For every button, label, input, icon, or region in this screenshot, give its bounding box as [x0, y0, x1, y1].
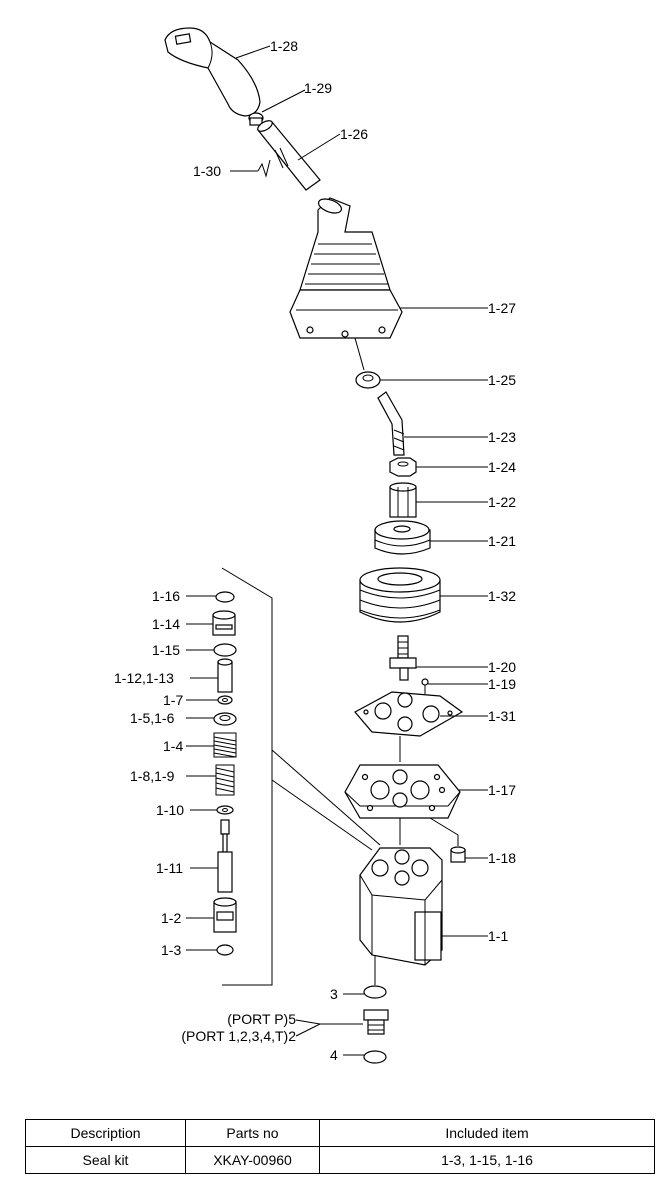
grip-handle-part: [164, 27, 261, 117]
plug-part: [450, 846, 466, 863]
cell-parts-no: XKAY-00960: [185, 1146, 320, 1174]
valve-body-part: [359, 847, 443, 966]
disc-plate-part: [374, 520, 431, 555]
hex-nut-part: [389, 457, 417, 477]
callout-1-20: 1-20: [488, 659, 516, 675]
table-row: Seal kit XKAY-00960 1-3, 1-15, 1-16: [25, 1146, 655, 1174]
push-rod-1-12-part: [217, 658, 233, 693]
callout-1-3: 1-3: [161, 942, 181, 958]
callout-1-30: 1-30: [193, 163, 221, 179]
pivot-stud-part: [389, 635, 417, 681]
header-parts-no: Parts no: [185, 1119, 320, 1147]
callout-4: 4: [330, 1047, 338, 1063]
bellows-seal-part: [359, 567, 441, 623]
callout-1-26: 1-26: [340, 126, 368, 142]
o-ring-1-3-part: [216, 944, 234, 956]
callout-1-19: 1-19: [488, 676, 516, 692]
callout-1-25: 1-25: [488, 372, 516, 388]
callout-1-14: 1-14: [152, 616, 180, 632]
cell-description: Seal kit: [25, 1146, 186, 1174]
callout-1-2: 1-2: [161, 910, 181, 926]
callout-1-21: 1-21: [488, 533, 516, 549]
spring-1-8-part: [215, 764, 235, 796]
plug-1-14-part: [212, 610, 236, 636]
callout-1-15: 1-15: [152, 642, 180, 658]
nut-part: [355, 371, 381, 389]
callout-1-12-1-13: 1-12,1-13: [114, 670, 174, 686]
callout-1-17: 1-17: [488, 782, 516, 798]
exploded-parts-diagram: 1-28 1-29 1-26 1-30 1-27 1-25: [114, 27, 516, 1064]
header-description: Description: [25, 1119, 186, 1147]
spring-1-4-part: [213, 732, 237, 758]
coupling-part: [389, 482, 417, 518]
callout-1-11: 1-11: [156, 860, 183, 876]
plate-part: [344, 764, 461, 819]
callout-1-27: 1-27: [488, 300, 516, 316]
washer-1-7-part: [217, 695, 233, 705]
boot-part: [289, 197, 403, 339]
callout-1-5-1-6: 1-5,1-6: [130, 710, 175, 726]
o-ring-lower-part: [363, 1050, 387, 1064]
callout-1-23: 1-23: [488, 429, 516, 445]
callout-1-28: 1-28: [270, 38, 298, 54]
callout-port-p: (PORT P)5: [227, 1011, 296, 1027]
cell-included-item: 1-3, 1-15, 1-16: [319, 1146, 655, 1174]
threaded-rod-part: [377, 391, 405, 456]
callout-1-29: 1-29: [304, 80, 332, 96]
callout-1-8-1-9: 1-8,1-9: [130, 768, 175, 784]
screw-part: [421, 678, 429, 694]
callout-1-32: 1-32: [488, 588, 516, 604]
callout-1-10: 1-10: [156, 802, 184, 818]
callout-3: 3: [330, 986, 338, 1002]
bushing-1-2-part: [213, 897, 237, 933]
cam-plate-part: [354, 691, 464, 737]
port-adapter-part: [363, 1009, 389, 1035]
lever-shaft-part: [257, 120, 321, 191]
callout-1-4: 1-4: [163, 738, 183, 754]
o-ring-1-15-part: [213, 643, 237, 657]
washer-1-10-part: [216, 805, 234, 815]
callout-1-7: 1-7: [163, 692, 183, 708]
callout-1-22: 1-22: [488, 494, 516, 510]
callout-1-1: 1-1: [488, 928, 508, 944]
callout-1-18: 1-18: [488, 850, 516, 866]
callout-1-24: 1-24: [488, 459, 516, 475]
callout-port-all: (PORT 1,2,3,4,T)2: [181, 1028, 296, 1044]
table-header-row: Description Parts no Included item: [25, 1119, 655, 1147]
parts-table: Description Parts no Included item Seal …: [25, 1119, 655, 1174]
spring-seat-1-5-part: [213, 712, 237, 726]
spool-1-11-part: [217, 819, 233, 893]
callout-1-16: 1-16: [152, 588, 180, 604]
o-ring-port-part: [363, 985, 387, 999]
header-included-item: Included item: [319, 1119, 655, 1147]
cap-part: [248, 112, 264, 126]
callout-1-31: 1-31: [488, 708, 516, 724]
seal-ring-1-16-part: [215, 591, 235, 603]
